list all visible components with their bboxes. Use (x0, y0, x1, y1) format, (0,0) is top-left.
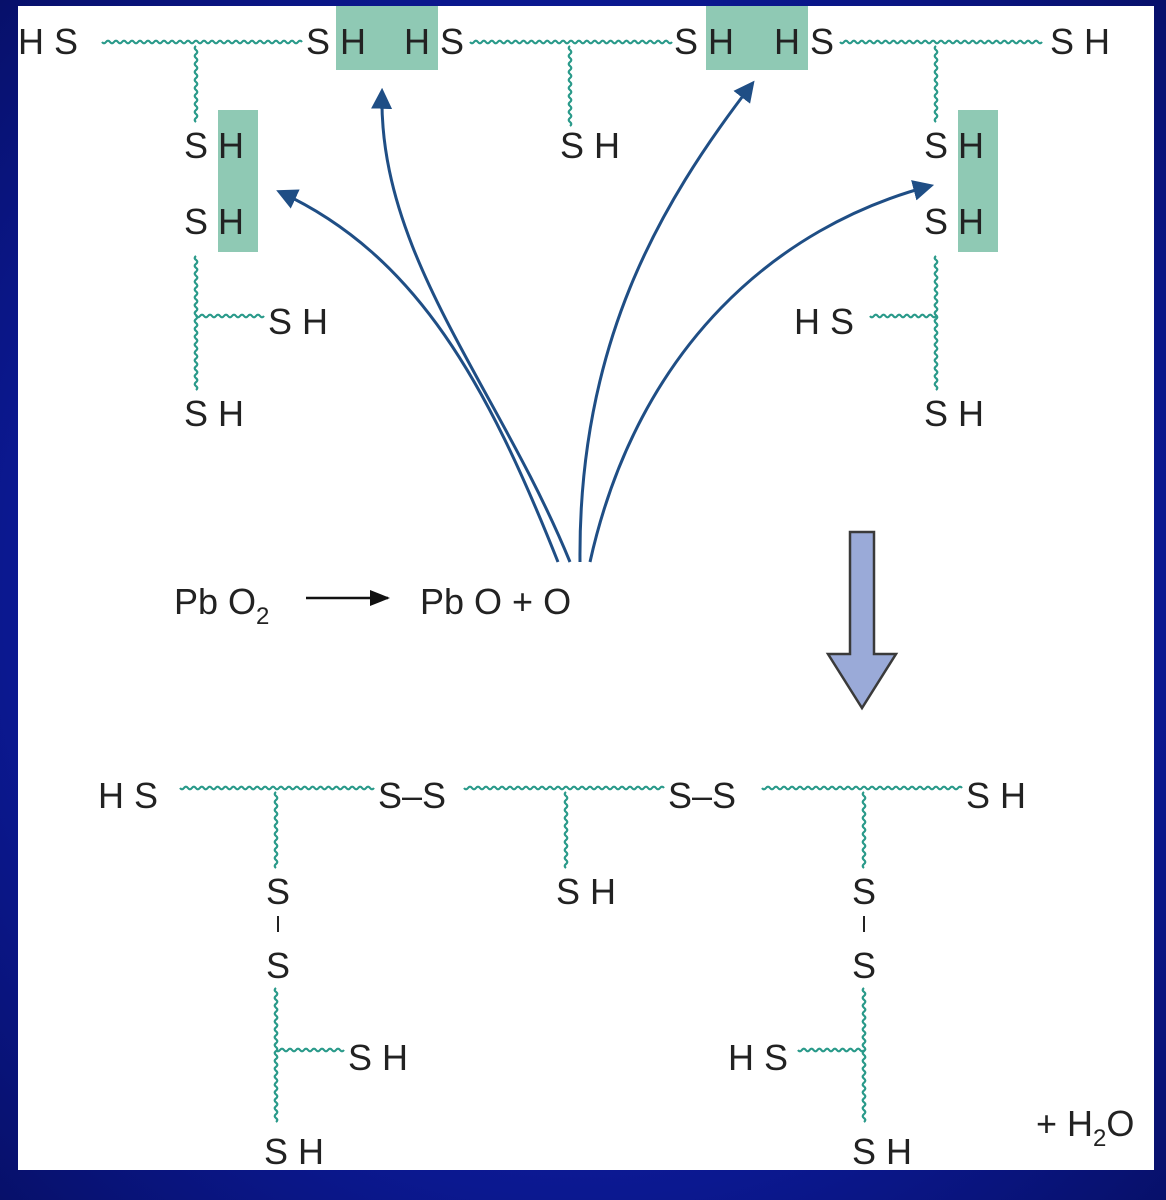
label: H S (18, 21, 78, 62)
label: S H (268, 301, 328, 342)
polymer-chain-segment (567, 45, 573, 127)
polymer-chain-segment (275, 1047, 345, 1053)
oxidation-arrow (578, 80, 755, 563)
process-down-arrow (825, 530, 899, 711)
polymer-chain-segment (469, 39, 673, 45)
polymer-chain-segment (179, 785, 375, 791)
polymer-chain-segment (933, 45, 939, 123)
diagram-panel: H S S H H S S H H S S H S H S H S H S H … (18, 6, 1154, 1170)
disulfide-bonds (277, 916, 865, 932)
label: S H (556, 871, 616, 912)
label: S–S (668, 775, 736, 816)
polymer-chain-segment (273, 791, 279, 869)
reaction-equation: Pb O2 Pb O + O (174, 581, 571, 630)
bottom-labels: H S S–S S–S S H S H S S S H S H S S H S … (98, 775, 1134, 1170)
label: H S (404, 21, 464, 62)
label: S (266, 871, 290, 912)
oxidation-arrow (371, 87, 572, 563)
polymer-chain-segment (101, 39, 303, 45)
polymer-chain-segment (861, 987, 867, 1123)
label: H S (728, 1037, 788, 1078)
vulcanization-diagram: H S S H H S S H H S S H S H S H S H S H … (18, 6, 1134, 1170)
label: S H (560, 125, 620, 166)
label: S H (184, 393, 244, 434)
top-labels: H S S H H S S H H S S H S H S H S H S H … (18, 21, 1110, 434)
polymer-chain-segment (563, 791, 569, 869)
label: S H (1050, 21, 1110, 62)
label: S H (348, 1037, 408, 1078)
highlight-box (958, 110, 998, 252)
label: S (266, 945, 290, 986)
polymer-chain-segment (933, 255, 939, 391)
label: S H (966, 775, 1026, 816)
polymer-chain-segment (193, 255, 199, 391)
top-polymer-chains (101, 39, 1043, 391)
reaction-products: Pb O + O (420, 581, 571, 622)
bottom-polymer-chains (179, 785, 963, 1123)
reactant-pbo2: Pb O2 (174, 581, 269, 630)
polymer-chain-segment (463, 785, 665, 791)
label: S H (674, 21, 734, 62)
polymer-chain-segment (193, 45, 199, 123)
polymer-chain-segment (761, 785, 963, 791)
highlight-box (706, 6, 808, 70)
polymer-chain-segment (861, 791, 867, 869)
polymer-chain-segment (195, 313, 265, 319)
polymer-chain-segment (273, 987, 279, 1123)
highlight-boxes (218, 6, 998, 252)
label: S H (184, 201, 244, 242)
label: S (852, 871, 876, 912)
label: S–S (378, 775, 446, 816)
polymer-chain-segment (869, 313, 937, 319)
label: S (852, 945, 876, 986)
label: S H (184, 125, 244, 166)
polymer-chain-segment (839, 39, 1043, 45)
oxidation-arrow (588, 180, 935, 563)
label: S H (852, 1131, 912, 1170)
polymer-chain-segment (797, 1047, 865, 1053)
label: H S (774, 21, 834, 62)
label: S H (924, 125, 984, 166)
label: S H (924, 393, 984, 434)
label: H S (794, 301, 854, 342)
oxidation-arrow (276, 189, 560, 563)
highlight-box (218, 110, 258, 252)
water-product: + H2O (1036, 1103, 1134, 1152)
oxidation-arrows (276, 80, 935, 563)
label: S H (264, 1131, 324, 1170)
highlight-box (336, 6, 438, 70)
label: S H (306, 21, 366, 62)
label: S H (924, 201, 984, 242)
label: H S (98, 775, 158, 816)
